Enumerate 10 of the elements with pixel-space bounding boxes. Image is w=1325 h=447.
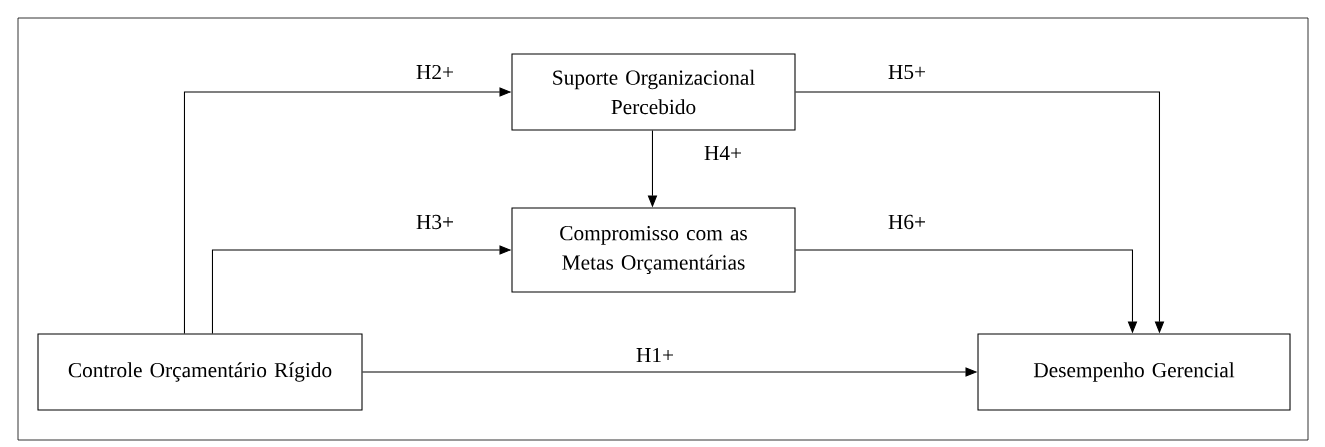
edge-label: H4+ — [704, 146, 741, 160]
edge-label: H3+ — [416, 214, 453, 230]
process-box: Suporte Organizacional Percebido — [511, 53, 796, 131]
edge-label: H2+ — [416, 64, 453, 80]
edge-label: H6+ — [888, 214, 925, 230]
edge-label: H5+ — [888, 64, 925, 80]
process-box: Compromisso com as Metas Orçamentárias — [511, 207, 796, 293]
process-box: Controle Orçamentário Rígido — [37, 333, 363, 411]
process-box: Desempenho Gerencial — [977, 333, 1291, 411]
edge-label: H1+ — [636, 347, 673, 363]
